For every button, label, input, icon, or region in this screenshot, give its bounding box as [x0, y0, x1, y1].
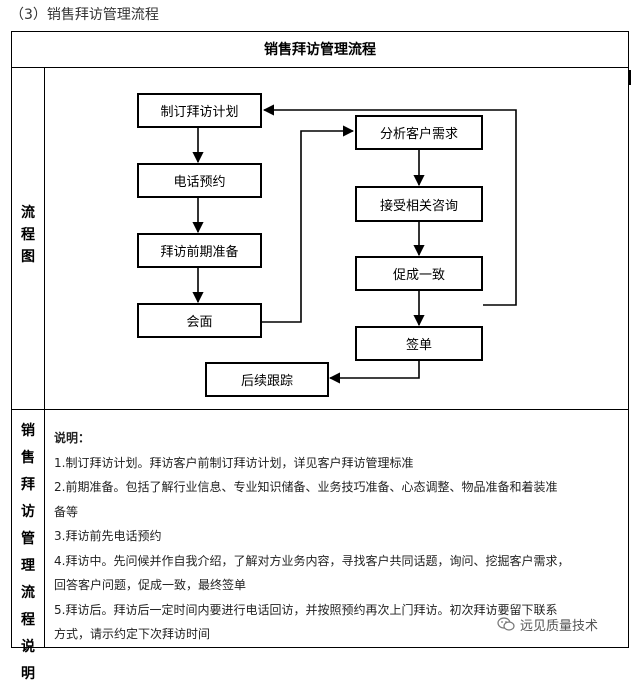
side-char: 程 — [21, 227, 35, 243]
box-sign-contract: 签单 — [355, 326, 483, 361]
note-line: 1.制订拜访计划。拜访客户前制订拜访计划，详见客户拜访管理标准 — [54, 455, 414, 470]
side-char: 访 — [21, 504, 35, 520]
note-line: 5.拜访后。拜访后一定时间内要进行电话回访，并按照预约再次上门拜访。初次拜访要留… — [54, 602, 558, 617]
text-cursor-mark — [629, 70, 631, 85]
box-make-visit-plan: 制订拜访计划 — [137, 93, 262, 128]
wechat-icon — [497, 617, 515, 631]
side-char: 明 — [21, 666, 35, 682]
side-char: 理 — [21, 558, 35, 574]
side-char: 说 — [21, 639, 35, 655]
watermark: 远见质量技术 — [497, 615, 598, 634]
notes-title: 说明： — [54, 431, 91, 445]
side-char: 销 — [21, 423, 35, 439]
table-title: 销售拜访管理流程 — [12, 32, 628, 68]
note-line: 2.前期准备。包括了解行业信息、专业知识储备、业务技巧准备、心态调整、物品准备和… — [54, 480, 558, 494]
note-line: 回答客户问题，促成一致，最终签单 — [54, 578, 247, 592]
side-char: 管 — [21, 531, 35, 547]
box-pre-visit-preparation: 拜访前期准备 — [137, 233, 262, 268]
side-char: 图 — [21, 249, 35, 265]
watermark-text: 远见质量技术 — [520, 619, 599, 634]
side-char: 售 — [21, 450, 35, 466]
note-line: 备等 — [54, 504, 79, 519]
note-line: 3.拜访前先电话预约 — [54, 529, 162, 543]
side-char: 拜 — [21, 477, 35, 493]
column-divider — [44, 68, 45, 647]
note-line: 方式，请示约定下次拜访时间 — [54, 627, 211, 641]
box-analyze-customer-needs: 分析客户需求 — [355, 115, 483, 150]
row-divider — [12, 409, 628, 410]
box-accept-consultation: 接受相关咨询 — [355, 186, 483, 222]
side-char: 流 — [21, 585, 35, 601]
side-char: 程 — [21, 612, 35, 628]
box-meeting: 会面 — [137, 303, 262, 338]
section-heading: （3）销售拜访管理流程 — [10, 7, 159, 23]
box-reach-agreement: 促成一致 — [355, 256, 483, 291]
note-line: 4.拜访中。先问候并作自我介绍，了解对方业务内容，寻找客户共同话题，询问、挖掘客… — [54, 553, 570, 568]
side-label-flow-chart: 流 程 图 — [12, 202, 44, 268]
notes-section: 说明： 1.制订拜访计划。拜访客户前制订拜访计划，详见客户拜访管理标准 2.前期… — [54, 426, 626, 647]
box-phone-appointment: 电话预约 — [137, 163, 262, 198]
side-label-description: 销 售 拜 访 管 理 流 程 说 明 — [12, 418, 44, 688]
box-follow-up: 后续跟踪 — [205, 362, 329, 397]
side-char: 流 — [21, 205, 35, 221]
